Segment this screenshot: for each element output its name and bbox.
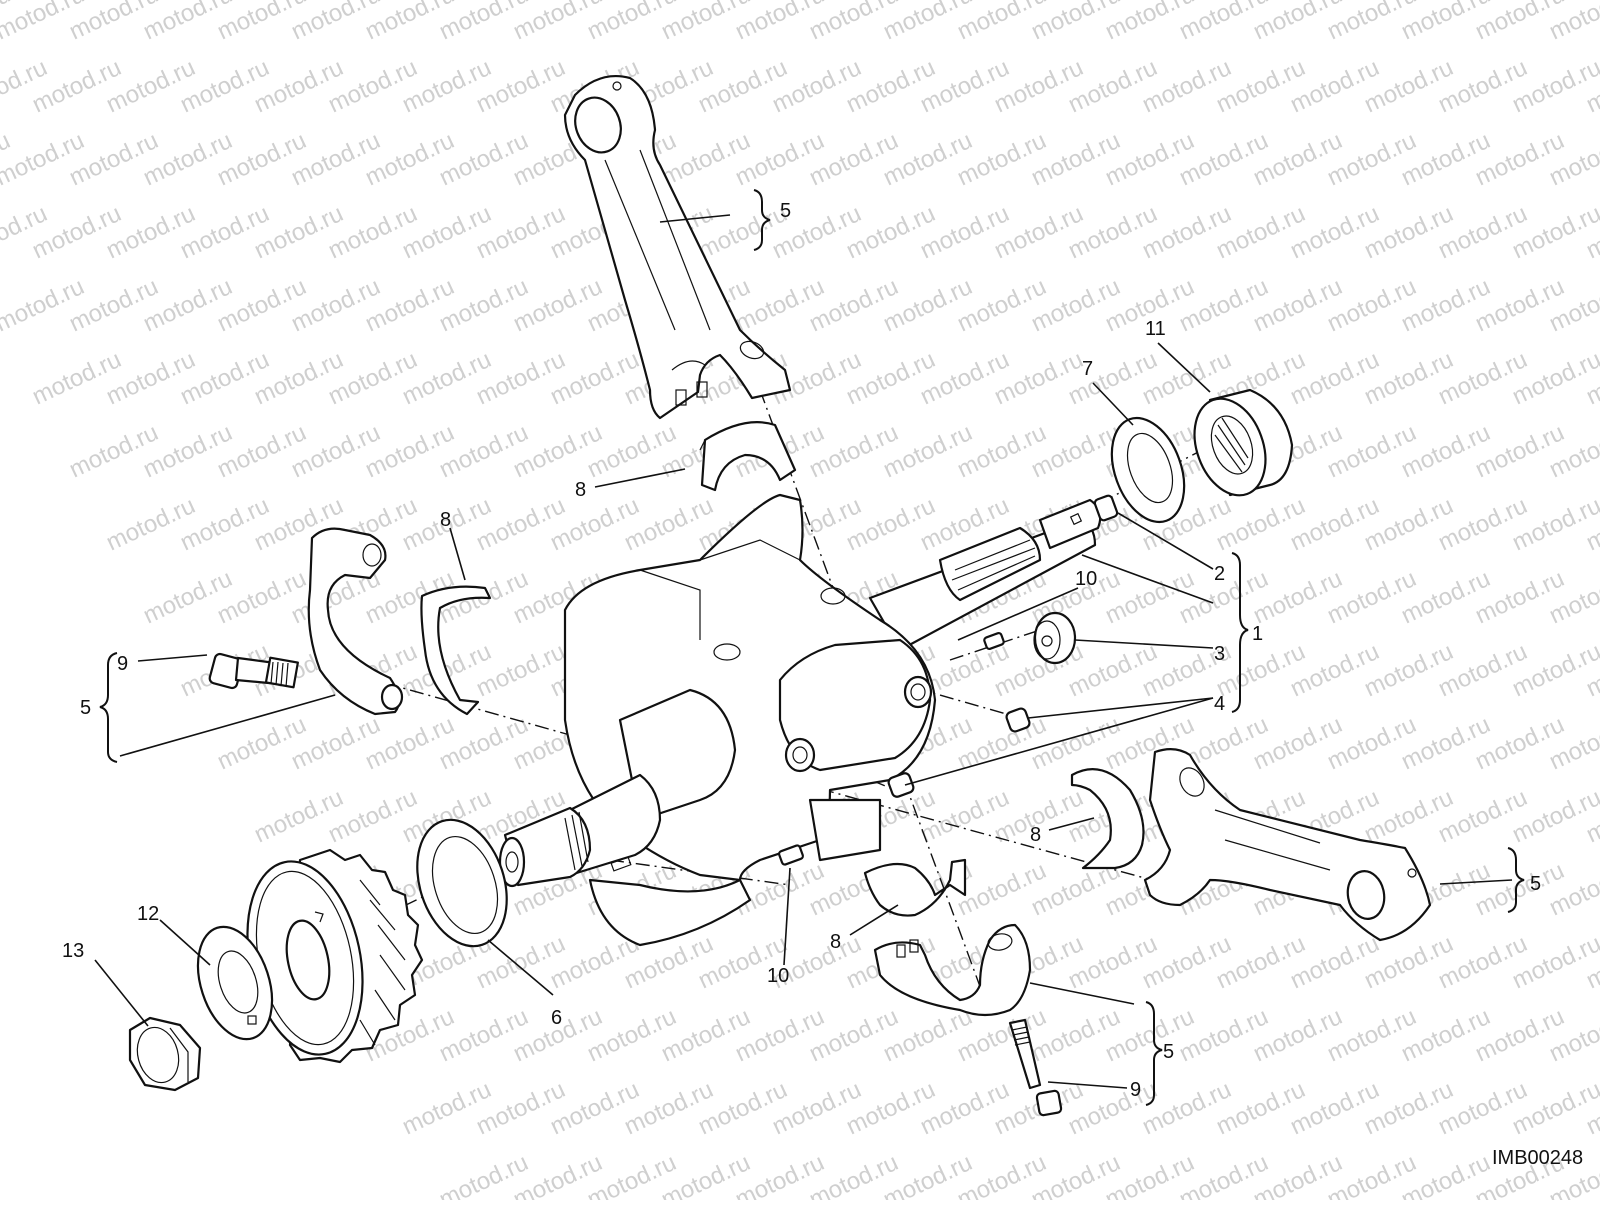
bearing-shell-left[interactable] [420, 585, 492, 716]
leader-lines [94, 214, 1513, 1089]
washer-left[interactable] [402, 808, 522, 958]
bearing-shell-upper[interactable] [699, 421, 797, 492]
plug-screw[interactable] [1093, 494, 1119, 522]
gear[interactable] [231, 848, 424, 1065]
callout-1[interactable]: 1 [1252, 623, 1263, 645]
callout-5-right[interactable]: 5 [1530, 873, 1541, 895]
callout-11[interactable]: 11 [1145, 318, 1166, 340]
key-right[interactable] [983, 632, 1005, 650]
callout-4[interactable]: 4 [1214, 693, 1225, 715]
callout-12[interactable]: 12 [137, 903, 159, 925]
callout-9-left[interactable]: 9 [117, 653, 128, 675]
tab-washer[interactable] [185, 917, 286, 1048]
callout-8-right[interactable]: 8 [1030, 824, 1041, 846]
callout-2[interactable]: 2 [1214, 563, 1225, 585]
braces [99, 189, 1525, 1106]
washer-right[interactable] [1099, 408, 1198, 532]
callout-6[interactable]: 6 [551, 1007, 562, 1029]
callout-5-lower[interactable]: 5 [1163, 1041, 1174, 1063]
rod-bolt-lower[interactable] [1008, 1018, 1063, 1117]
nut[interactable] [128, 1016, 202, 1092]
bearing-shell-right[interactable] [1070, 768, 1145, 870]
callout-8-lower[interactable]: 8 [830, 931, 841, 953]
callout-8-left[interactable]: 8 [440, 509, 451, 531]
grub-screw-upper[interactable] [1005, 707, 1031, 733]
callout-9-lower[interactable]: 9 [1130, 1079, 1141, 1101]
rod-cap-left[interactable] [307, 527, 404, 716]
callout-labels: 5 11 7 8 8 2 10 1 9 3 5 4 8 5 12 8 13 10… [62, 200, 1541, 1101]
callout-7[interactable]: 7 [1082, 358, 1093, 380]
callout-5-left[interactable]: 5 [80, 697, 91, 719]
crankshaft[interactable] [498, 493, 1102, 947]
callout-3[interactable]: 3 [1214, 643, 1225, 665]
callout-5-top[interactable]: 5 [780, 200, 791, 222]
figure-code: IMB00248 [1492, 1147, 1583, 1169]
key-left[interactable] [778, 844, 804, 866]
callout-10-right[interactable]: 10 [1075, 568, 1097, 590]
callout-10-left[interactable]: 10 [767, 965, 789, 987]
flanged-nut[interactable] [1182, 388, 1294, 506]
bearing-shell-lower[interactable] [863, 858, 967, 917]
grub-screw-lower[interactable] [887, 772, 915, 798]
rod-cap-lower[interactable] [873, 923, 1032, 1017]
plug[interactable] [1033, 611, 1077, 665]
connecting-rod-top[interactable] [563, 74, 792, 420]
callout-8-upper[interactable]: 8 [575, 479, 586, 501]
rod-bolt-left[interactable] [208, 652, 299, 690]
callout-13[interactable]: 13 [62, 940, 84, 962]
connecting-rod-right[interactable] [1143, 748, 1432, 942]
